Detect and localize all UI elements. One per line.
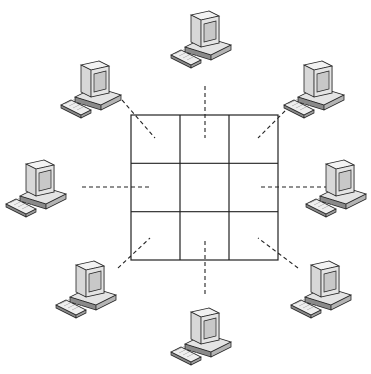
computer-right [305,159,368,218]
desktop-computer-icon [170,307,233,366]
computer-top-right [283,60,346,119]
dashed-connector-bottom-right [257,237,299,269]
computer-top-left [60,60,123,119]
computer-bottom [170,307,233,366]
dashed-connector-top-left [121,99,156,139]
desktop-computer-icon [5,159,68,218]
computer-bottom-left [55,260,118,319]
desktop-computer-icon [283,60,346,119]
dashed-connector-top-right [257,105,291,139]
desktop-computer-icon [290,260,353,319]
desktop-computer-icon [305,159,368,218]
dashed-connector-bottom-left [117,237,151,269]
computer-top [170,10,233,69]
desktop-computer-icon [60,60,123,119]
desktop-computer-icon [55,260,118,319]
desktop-computer-icon [170,10,233,69]
computer-left [5,159,68,218]
computer-bottom-right [290,260,353,319]
